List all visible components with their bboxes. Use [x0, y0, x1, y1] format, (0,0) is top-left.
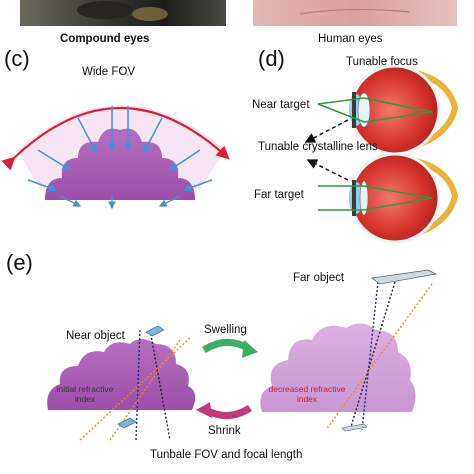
- decreased-index-label: decreased refractive index: [268, 384, 346, 404]
- compound-lens: [45, 128, 195, 200]
- panel-d-title: Tunable focus: [346, 56, 418, 68]
- panel-c-title: Wide FOV: [82, 66, 136, 78]
- far-image-icon: [341, 423, 368, 432]
- shrink-arrow: [196, 402, 212, 418]
- near-image-icon: [117, 417, 137, 429]
- far-object-label: Far object: [293, 272, 345, 284]
- compound-eye-photo: [20, 0, 226, 26]
- initial-index-label: initial refractive index: [56, 384, 114, 404]
- near-plane-icon: [145, 325, 165, 337]
- human-eye-photo: [253, 0, 457, 26]
- panel-d-letter: (d): [258, 46, 285, 71]
- lens-label: Tunable crystalline lens: [258, 141, 378, 153]
- swollen-lens: [260, 323, 416, 412]
- swelling-label: Swelling: [204, 324, 247, 336]
- fov-arc: [1, 107, 230, 171]
- panel-c-letter: (c): [4, 46, 30, 71]
- shrink-label: Shrink: [208, 425, 241, 437]
- human-eyes-caption: Human eyes: [318, 33, 383, 45]
- near-target-label: Near target: [252, 99, 310, 111]
- bottom-caption: Tunbale FOV and focal length: [150, 449, 303, 461]
- initial-lens: [47, 339, 196, 410]
- eye-near: [317, 64, 459, 156]
- far-plane-icon: [371, 269, 438, 285]
- panel-e-letter: (e): [6, 250, 33, 275]
- eye-far: [318, 152, 459, 244]
- far-target-label: Far target: [254, 189, 304, 201]
- near-object-label: Near object: [66, 330, 125, 342]
- swelling-arrow: [242, 340, 258, 358]
- panel-c-diagram: [1, 105, 230, 210]
- panel-e-diagram: [47, 269, 438, 441]
- compound-eyes-caption: Compound eyes: [60, 33, 150, 45]
- panel-d-diagram: [304, 64, 459, 244]
